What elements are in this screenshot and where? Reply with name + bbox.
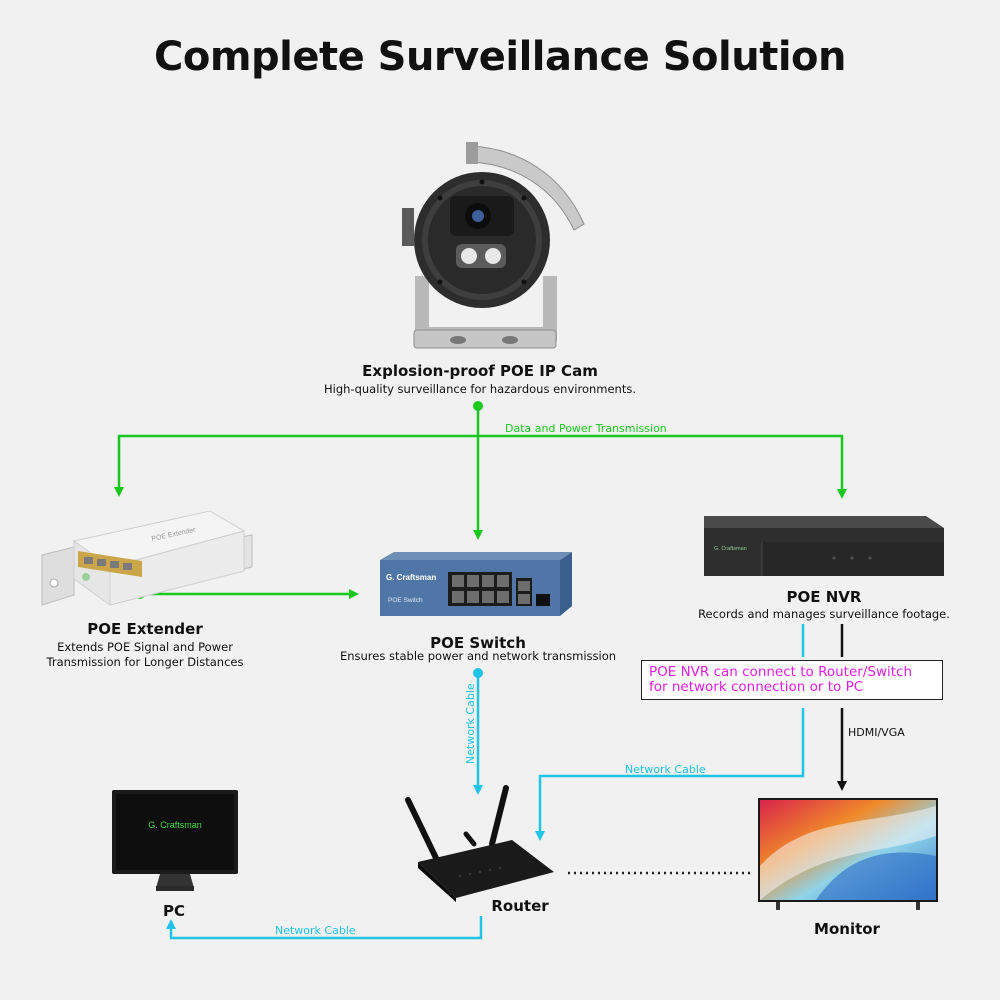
camera-name: Explosion-proof POE IP Cam [362,362,598,380]
extender-desc-line2: Transmission for Longer Distances [46,655,244,669]
nvr-name: POE NVR [786,588,862,606]
monitor-image [758,798,938,910]
extender-name: POE Extender [87,620,203,638]
extender-desc-line1: Extends POE Signal and Power [57,640,233,654]
pc-name: PC [162,902,185,920]
ip-camera-image [402,142,585,349]
router-image [405,785,554,902]
poe-switch-image: G. Craftsman POE Switch [380,552,572,616]
label-switch-router-cable: Network Cable [464,683,477,764]
switch-desc: Ensures stable power and network transmi… [339,649,617,663]
router-name: Router [491,897,549,915]
wire-camera-to-nvr [478,434,847,499]
poe-nvr-image: G. Craftsman [704,516,944,576]
wire-router-to-pc [166,916,483,940]
label-nvr-router-cable: Network Cable [625,763,706,776]
nvr-brand-text: G. Craftsman [714,546,747,552]
page-title: Complete Surveillance Solution [153,34,847,80]
note-line-2: for network connection or to PC [649,679,864,695]
label-router-pc-cable: Network Cable [275,924,356,937]
nvr-connection-note: POE NVR can connect to Router/Switch for… [641,660,943,700]
blue-wires [166,624,805,940]
switch-name: POE Switch [430,634,526,652]
pc-screen-brand: G. Craftsman [148,820,202,830]
poe-extender-image: POE Extender [41,510,253,606]
monitor-name: Monitor [814,920,880,938]
pc-image: G. Craftsman [112,790,238,891]
label-data-power: Data and Power Transmission [505,422,667,435]
camera-desc: High-quality surveillance for hazardous … [323,382,636,396]
note-line-1: POE NVR can connect to Router/Switch [649,664,913,680]
switch-brand-text: G. Craftsman [386,573,436,582]
label-hdmi-vga: HDMI/VGA [848,726,905,739]
switch-label-text: POE Switch [388,597,423,604]
wire-camera-to-extender [114,434,478,497]
wire-nvr-to-router [535,708,805,841]
nvr-desc: Records and manages surveillance footage… [698,607,950,621]
